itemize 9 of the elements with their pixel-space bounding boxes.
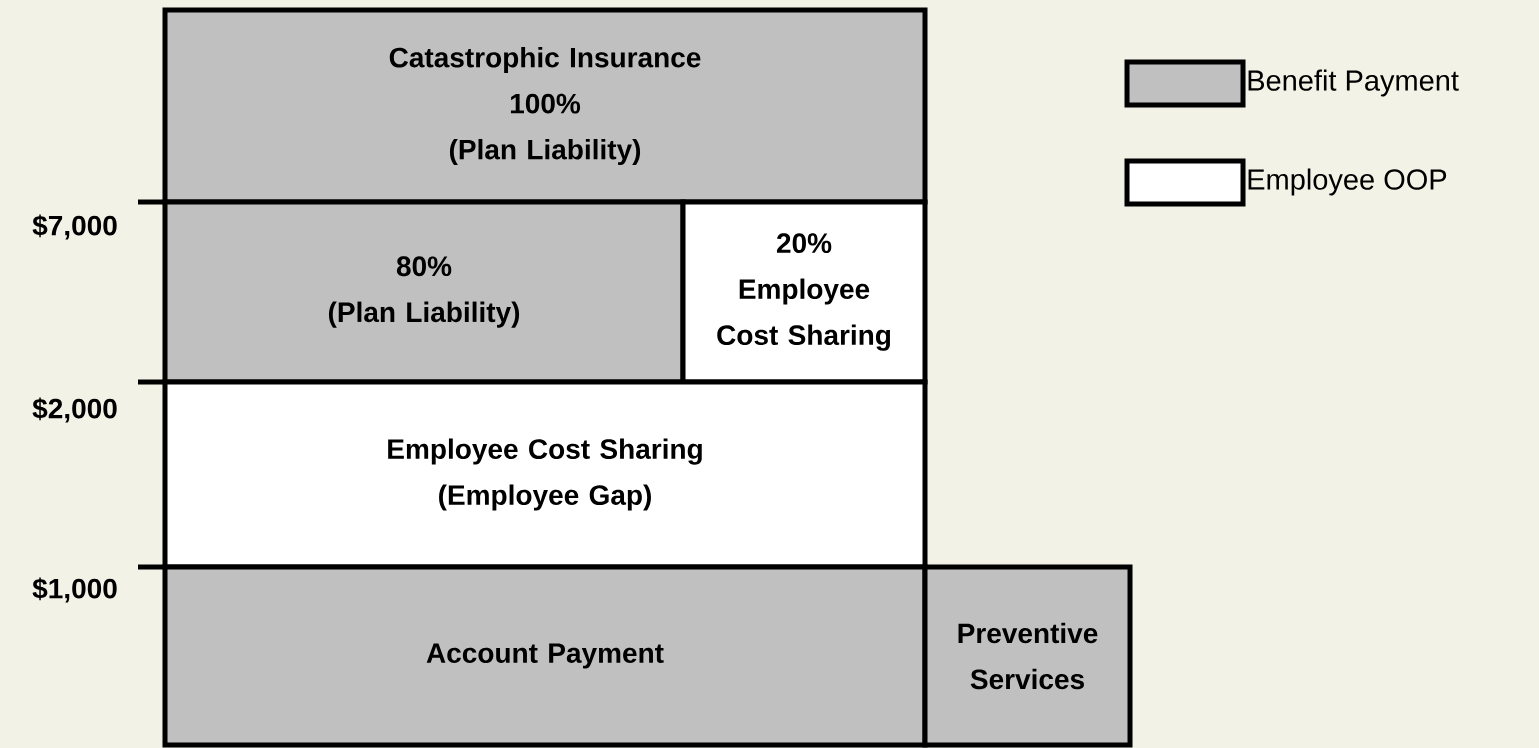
legend-label: Benefit Payment	[1248, 69, 1459, 97]
axis-value: $1,000	[32, 577, 117, 603]
cost-band: 80% (Plan Liability)	[162, 199, 686, 385]
cost-band: Catastrophic Insurance 100% (Plan Liability)	[162, 7, 928, 205]
cost-band: Preventive Services	[922, 564, 1133, 748]
cost-band: 20% Employee Cost Sharing	[680, 199, 928, 385]
legend-label: Employee OOP	[1248, 168, 1447, 196]
axis-value: $7,000	[32, 214, 117, 240]
axis-value: $2,000	[32, 397, 117, 423]
